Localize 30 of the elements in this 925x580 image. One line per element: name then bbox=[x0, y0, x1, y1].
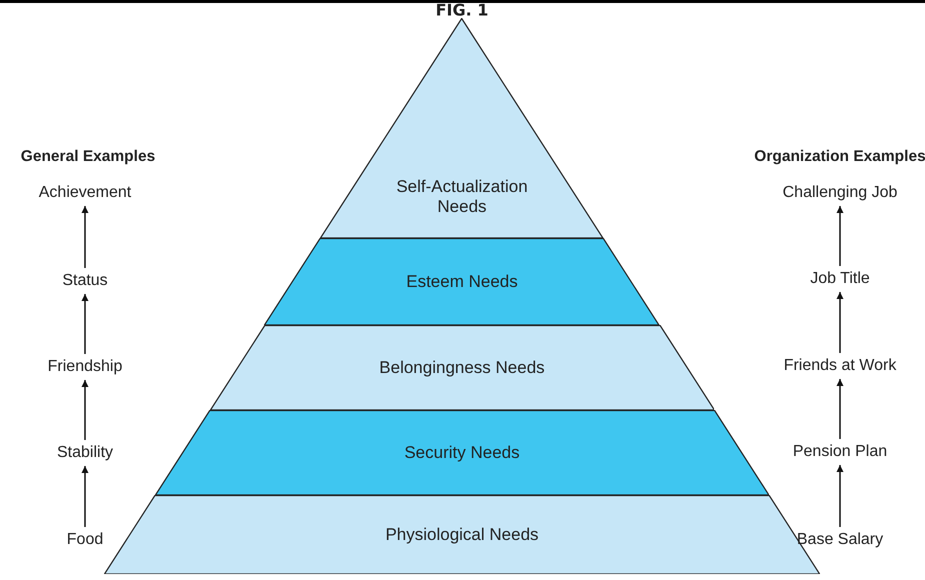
example-label: Job Title bbox=[810, 270, 870, 288]
example-label: Friendship bbox=[48, 358, 122, 376]
example-label: Challenging Job bbox=[782, 184, 898, 202]
level-label: Self-Actualization Needs bbox=[395, 177, 529, 217]
example-label: Stability bbox=[56, 444, 114, 462]
arrow bbox=[82, 206, 88, 268]
level-label: Esteem Needs bbox=[405, 272, 519, 292]
column-heading: General Examples bbox=[20, 148, 156, 166]
pyramid-level bbox=[320, 18, 604, 238]
example-label: Friends at Work bbox=[784, 357, 896, 375]
arrow bbox=[836, 379, 844, 439]
arrow bbox=[836, 292, 844, 353]
example-label: Base Salary bbox=[796, 531, 884, 549]
column-heading: Organization Examples bbox=[754, 148, 925, 166]
arrow bbox=[82, 294, 88, 354]
arrow bbox=[836, 206, 844, 266]
level-label: Belongingness Needs bbox=[378, 358, 546, 378]
example-label: Status bbox=[62, 272, 108, 290]
pyramid-level bbox=[264, 238, 660, 325]
figure-title: FIG. 1 bbox=[436, 0, 488, 20]
pyramid-level bbox=[210, 325, 714, 410]
arrow bbox=[836, 465, 844, 527]
arrow bbox=[82, 466, 88, 527]
example-label: Pension Plan bbox=[792, 443, 888, 461]
pyramid-level bbox=[154, 410, 770, 495]
level-label: Physiological Needs bbox=[384, 524, 540, 544]
level-label: Security Needs bbox=[403, 442, 521, 462]
example-label: Food bbox=[66, 531, 104, 549]
arrow bbox=[82, 380, 88, 440]
example-label: Achievement bbox=[38, 184, 132, 202]
